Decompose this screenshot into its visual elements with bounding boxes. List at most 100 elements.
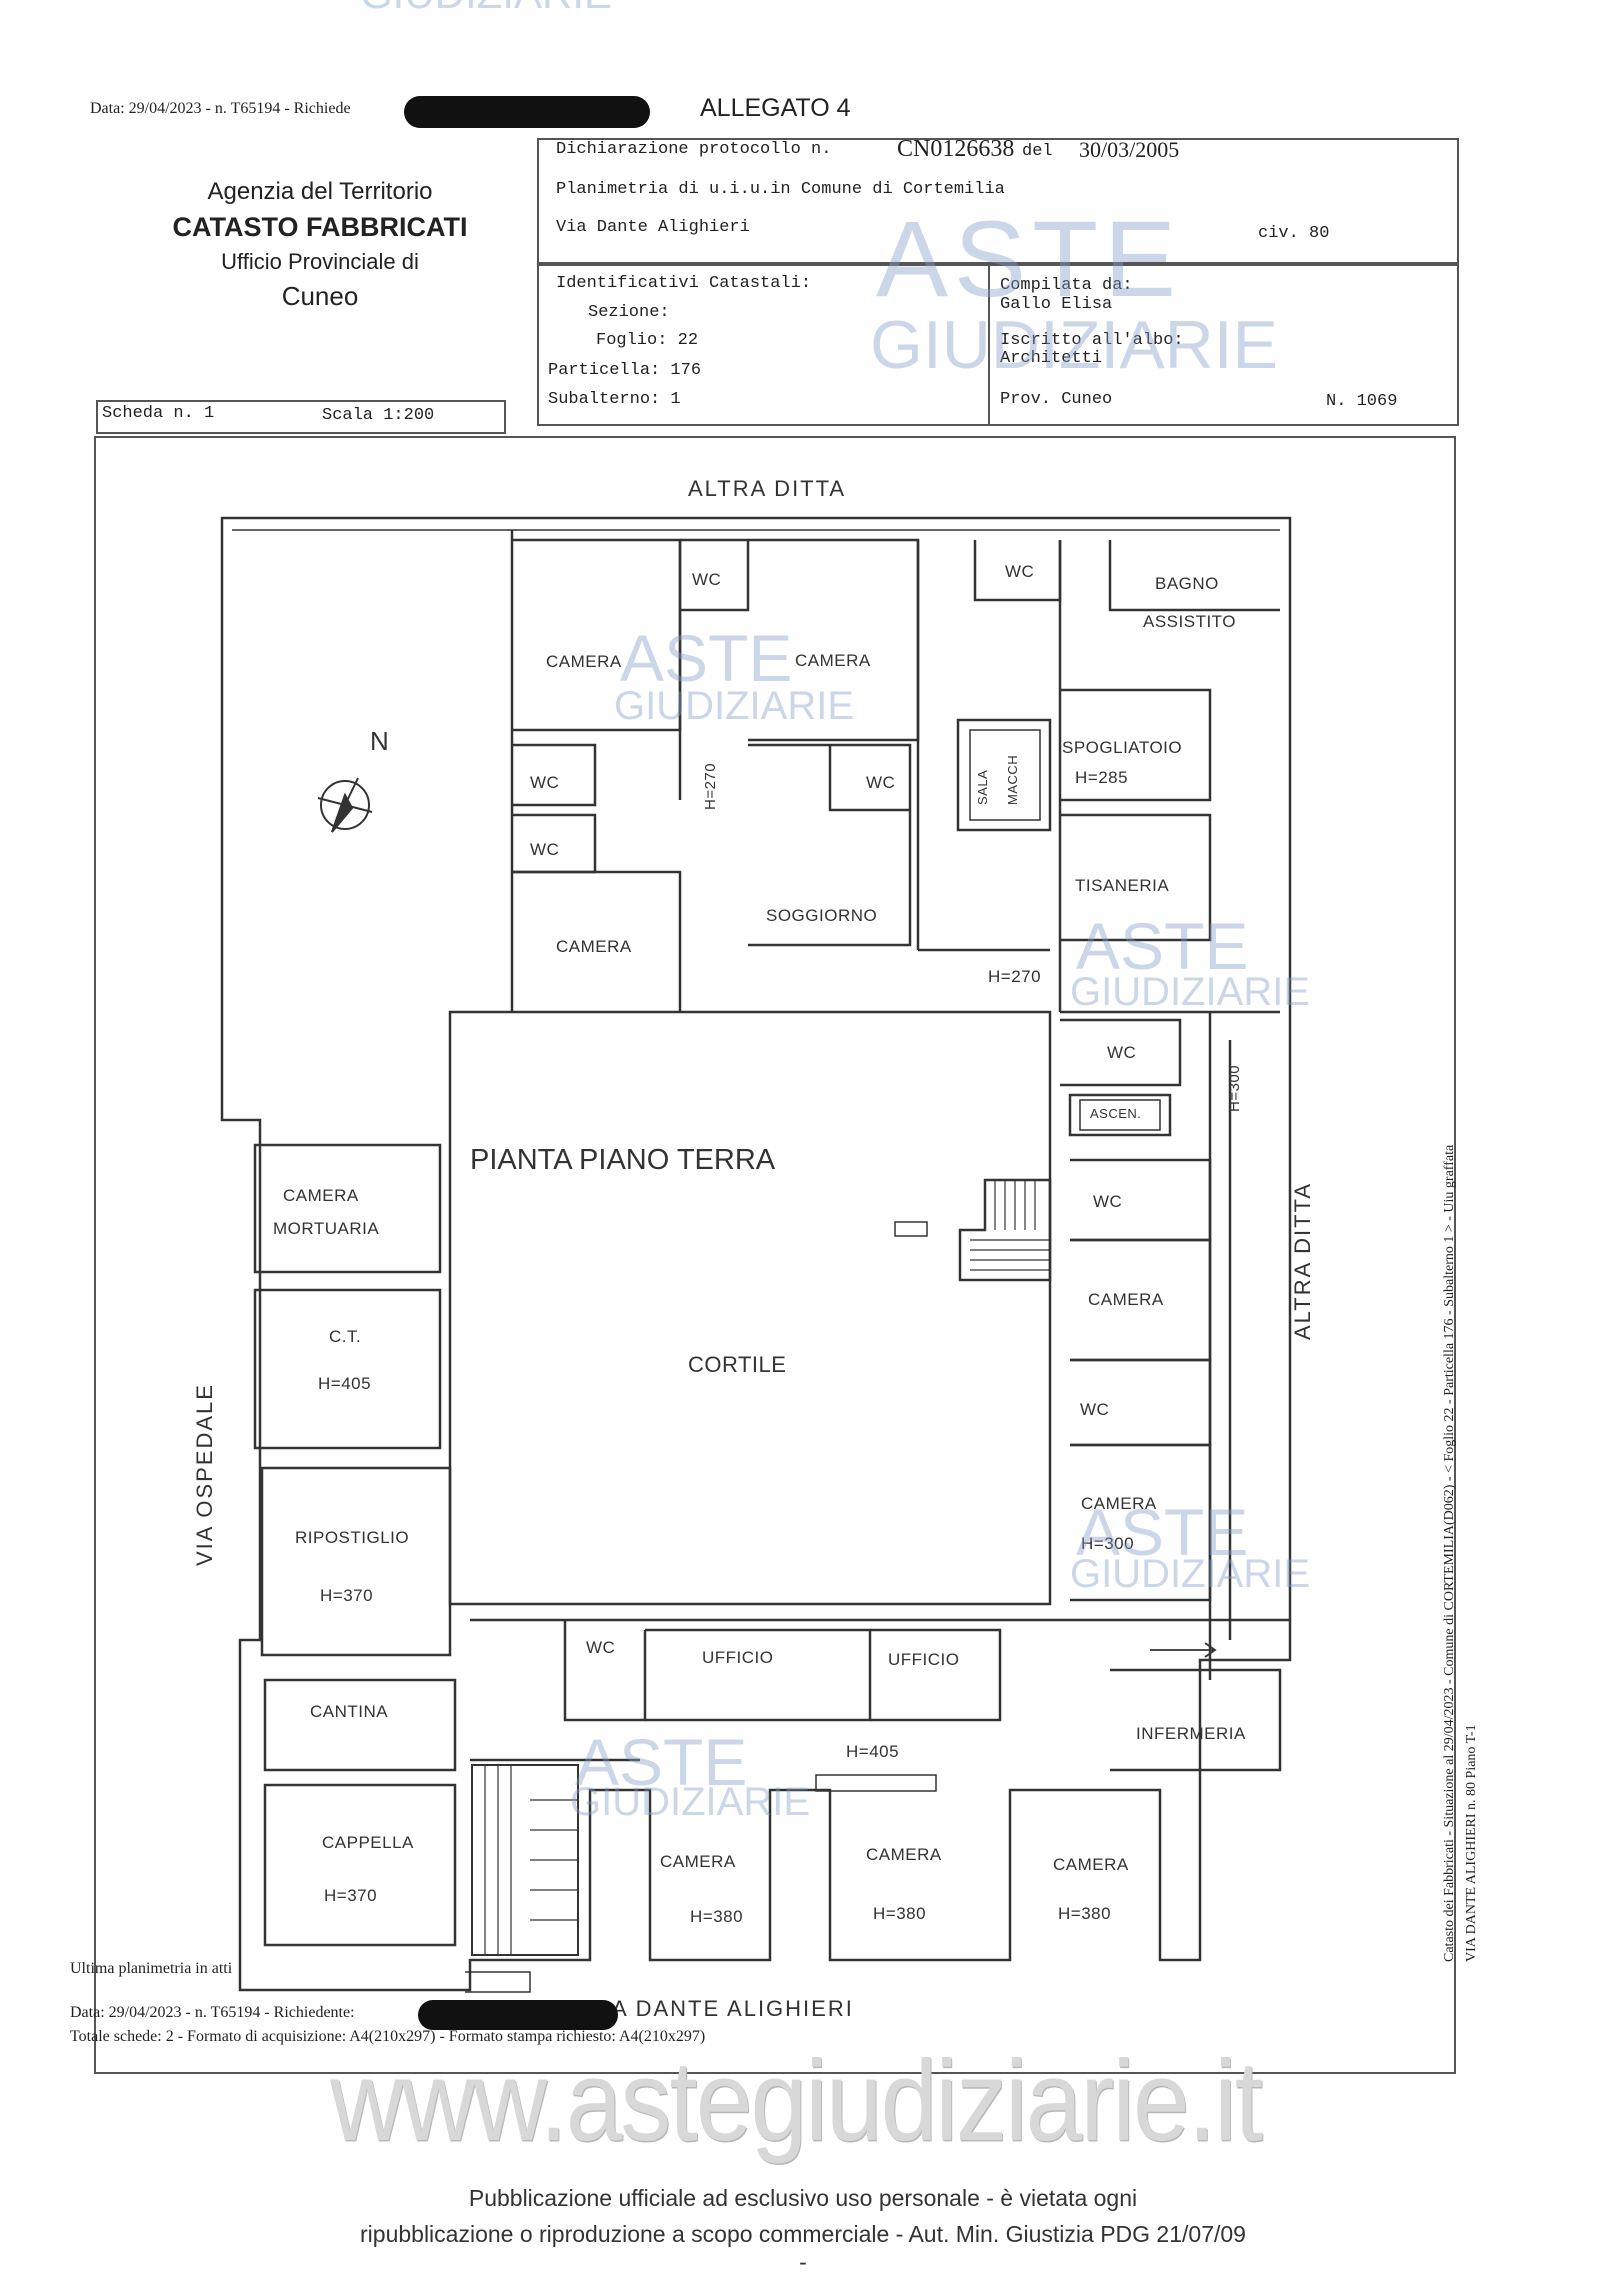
room-h380-c: H=380: [1058, 1904, 1112, 1923]
subalterno: Subalterno: 1: [548, 390, 681, 409]
room-camera-b3: CAMERA: [1053, 1855, 1129, 1874]
room-h370-a: H=370: [320, 1586, 374, 1605]
bottom-street-label: A DANTE ALIGHIERI: [612, 1996, 854, 2021]
room-h270-b: H=270: [988, 967, 1042, 986]
room-camera-b1: CAMERA: [660, 1852, 736, 1871]
compiler-prov: Prov. Cuneo: [1000, 390, 1113, 409]
identifiers-title: Identificativi Catastali:: [556, 274, 812, 293]
room-camera-tl: CAMERA: [546, 652, 622, 671]
right-street-label: ALTRA DITTA: [1290, 1181, 1315, 1340]
room-wc-l1: WC: [530, 773, 560, 792]
agency-catasto: CATASTO FABBRICATI: [172, 212, 468, 242]
room-h405-b: H=405: [846, 1742, 900, 1761]
footer-print-line: Data: 29/04/2023 - n. T65194 - Richieden…: [70, 2004, 355, 2021]
scheda-box: [96, 400, 506, 434]
identifiers-box: [537, 264, 1459, 426]
room-tisaneria: TISANERIA: [1075, 876, 1170, 895]
room-wc-t1: WC: [692, 570, 722, 589]
room-camera-l3: CAMERA: [556, 937, 632, 956]
room-spogliatoio: SPOGLIATOIO: [1062, 738, 1183, 757]
schede-line: Totale schede: 2 - Formato di acquisizio…: [70, 2028, 706, 2045]
room-wc-r3: WC: [1080, 1400, 1110, 1419]
north-arrow: [317, 777, 373, 833]
street-line: Via Dante Alighieri: [556, 218, 750, 237]
room-wc-t3: WC: [1005, 562, 1035, 581]
particella: Particella: 176: [548, 361, 702, 380]
room-ascen: ASCEN.: [1090, 1106, 1142, 1121]
drawing-frame: [94, 436, 1456, 2074]
room-cantina: CANTINA: [310, 1702, 389, 1721]
room-wc-r1: WC: [1107, 1043, 1137, 1062]
room-camera-t2: CAMERA: [795, 651, 871, 670]
foglio: Foglio: 22: [596, 331, 699, 350]
redaction-bottom: [418, 2000, 618, 2030]
room-wc-r2: WC: [1093, 1192, 1123, 1211]
protocol-number: CN0126638: [897, 136, 1015, 162]
sezione: Sezione:: [588, 303, 670, 322]
room-h380-b: H=380: [873, 1904, 927, 1923]
civic-number: civ. 80: [1258, 224, 1330, 243]
compiler-name: Gallo Elisa: [1000, 295, 1113, 314]
left-street-label: VIA OSPEDALE: [192, 1383, 217, 1566]
notice-line-1: Pubblicazione ufficiale ad esclusivo uso…: [468, 2185, 1138, 2211]
last-plan-note: Ultima planimetria in atti: [70, 1960, 233, 1977]
agency-city: Cuneo: [281, 281, 359, 311]
albo-label: Iscritto all'albo:: [1000, 331, 1184, 350]
notice-dash: -: [799, 2249, 807, 2275]
room-camera-b2: CAMERA: [866, 1845, 942, 1864]
compiler-number: N. 1069: [1326, 392, 1398, 411]
notice-line-2: ripubblicazione o riproduzione a scopo c…: [360, 2221, 1246, 2247]
planimetry-line: Planimetria di u.i.u.in Comune di Cortem…: [556, 180, 1005, 199]
plan-title: PIANTA PIANO TERRA: [470, 1144, 776, 1176]
room-camera-r2: CAMERA: [1081, 1494, 1157, 1513]
declaration-box: [537, 138, 1459, 264]
room-h270-a: H=270: [702, 762, 719, 810]
room-h380-a: H=380: [690, 1907, 744, 1926]
site-watermark: www.astegiudiziarie.it: [330, 2037, 1263, 2165]
agency-block: Agenzia del Territorio CATASTO FABBRICAT…: [130, 178, 510, 312]
cortile-label: CORTILE: [688, 1352, 787, 1377]
room-h300-b: H=300: [1081, 1534, 1135, 1553]
room-h405-a: H=405: [318, 1374, 372, 1393]
agency-office: Ufficio Provinciale di: [221, 249, 419, 274]
room-h370-b: H=370: [324, 1886, 378, 1905]
room-camera-r1: CAMERA: [1088, 1290, 1164, 1309]
compiler-label: Compilata da:: [1000, 276, 1133, 295]
room-sala-1: SALA: [975, 769, 990, 805]
entrance-arrow: [1150, 1642, 1217, 1658]
room-infermeria: INFERMERIA: [1136, 1724, 1246, 1743]
identifiers-divider: [988, 266, 990, 424]
north-label: N: [370, 726, 390, 756]
plan-walls: [220, 516, 1292, 1993]
room-h300-a: H=300: [1226, 1064, 1243, 1112]
room-ct: C.T.: [329, 1327, 362, 1346]
room-wc-b: WC: [586, 1638, 616, 1657]
scheda-label: Scheda n. 1: [102, 404, 215, 423]
room-camera-mortuaria-1: CAMERA: [283, 1186, 359, 1205]
redaction-top: [404, 96, 650, 128]
room-ripostiglio: RIPOSTIGLIO: [295, 1528, 410, 1547]
room-ufficio-2: UFFICIO: [888, 1650, 960, 1669]
room-bagno-1: BAGNO: [1155, 574, 1219, 593]
side-text-2: VIA DANTE ALIGHIERI n. 80 Piano T-1: [1464, 1724, 1479, 1962]
protocol-label: Dichiarazione protocollo n.: [556, 140, 832, 159]
publication-notice: Pubblicazione ufficiale ad esclusivo uso…: [0, 2180, 1606, 2275]
agency-name: Agenzia del Territorio: [207, 178, 433, 205]
room-cappella: CAPPELLA: [322, 1833, 414, 1852]
room-camera-mortuaria-2: MORTUARIA: [273, 1219, 380, 1238]
side-text-1: Catasto dei Fabbricati - Situazione al 2…: [1442, 1144, 1457, 1962]
room-h285: H=285: [1075, 768, 1129, 787]
top-street-label: ALTRA DITTA: [688, 476, 847, 501]
room-sala-2: MACCH: [1005, 754, 1020, 805]
room-wc-l2: WC: [530, 840, 560, 859]
room-bagno-2: ASSISTITO: [1143, 612, 1236, 631]
room-wc-m: WC: [866, 773, 896, 792]
allegato-label: ALLEGATO 4: [700, 94, 851, 122]
room-ufficio-1: UFFICIO: [702, 1648, 774, 1667]
room-soggiorno: SOGGIORNO: [766, 906, 878, 925]
print-line: Data: 29/04/2023 - n. T65194 - Richiede: [90, 100, 351, 117]
protocol-date: 30/03/2005: [1079, 137, 1180, 162]
albo-value: Architetti: [1000, 349, 1103, 368]
scale-label: Scala 1:200: [322, 406, 435, 425]
